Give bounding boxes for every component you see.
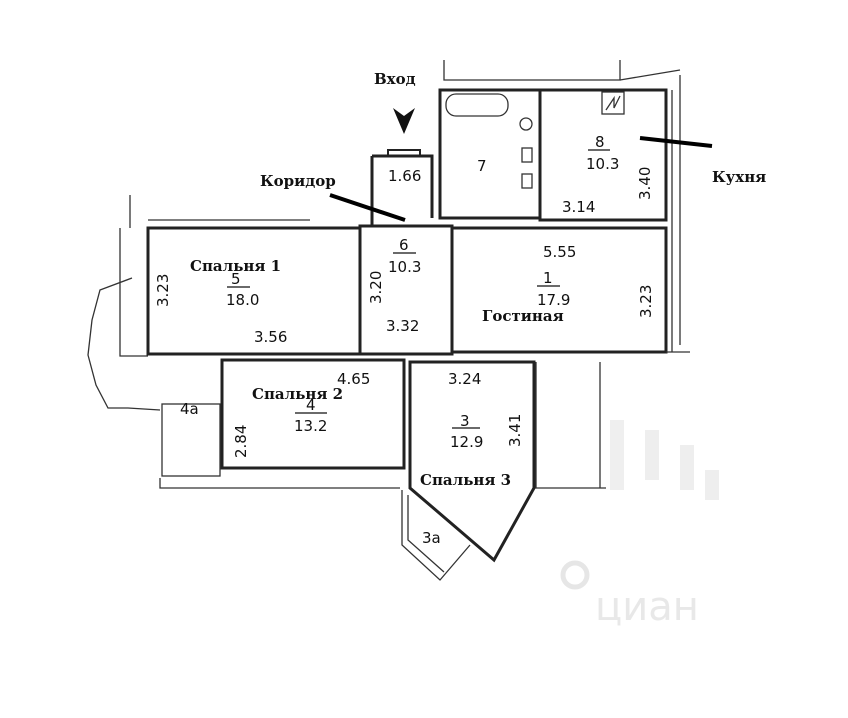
entry-door-icon (387, 149, 421, 157)
room4-width: 4.65 (337, 370, 370, 388)
corridor-label: Коридор (260, 172, 336, 190)
room1-height: 3.23 (637, 285, 655, 318)
room1-number: 1 (543, 269, 553, 287)
kitchen-walls (538, 88, 668, 222)
room8-area: 10.3 (586, 155, 619, 173)
bathroom-walls (438, 88, 542, 220)
bedroom3-walls (408, 360, 536, 563)
room1-width: 5.55 (543, 243, 576, 261)
room6-width: 3.32 (386, 317, 419, 335)
room7-number: 7 (477, 157, 487, 175)
sink-icon (521, 147, 533, 163)
fixtures (445, 91, 625, 189)
entrance-arrow-icon (393, 108, 415, 134)
room1-area: 17.9 (537, 291, 570, 309)
room4-height: 2.84 (232, 425, 250, 458)
room6-area: 10.3 (388, 258, 421, 276)
room4-area: 13.2 (294, 417, 327, 435)
room8-width: 3.14 (562, 198, 595, 216)
bedroom2-label: Спальня 2 (252, 385, 343, 403)
room5-width: 3.56 (254, 328, 287, 346)
fraction-bars (227, 149, 610, 429)
room8-number: 8 (595, 133, 605, 151)
bedroom3-label: Спальня 3 (420, 471, 511, 489)
living-walls (450, 226, 668, 354)
bedroom1-label: Спальня 1 (190, 257, 281, 275)
watermark: циан (560, 420, 719, 630)
stove-icon (601, 91, 625, 115)
room8-height: 3.40 (636, 167, 654, 200)
room4-number: 4 (306, 396, 316, 414)
toilet-icon (519, 117, 533, 131)
living-label: Гостиная (482, 307, 564, 325)
room4a-number: 4а (180, 400, 199, 418)
sink-icon (521, 173, 533, 189)
balcony3a-outline (401, 490, 471, 581)
kitchen-label: Кухня (712, 168, 766, 186)
room6-height: 3.20 (367, 271, 385, 304)
room6-number: 6 (399, 236, 409, 254)
room3-height: 3.41 (506, 414, 524, 447)
entrance-label: Вход (374, 70, 416, 88)
room3-number: 3 (460, 412, 470, 430)
bay-balcony-outline (87, 277, 161, 411)
kitchen-pointer (639, 136, 713, 148)
room5-height: 3.23 (154, 274, 172, 307)
room3a-number: 3а (422, 529, 441, 547)
loggia4a-outline (161, 403, 221, 477)
room3-area: 12.9 (450, 433, 483, 451)
entry-width: 1.66 (388, 167, 421, 185)
bathtub-icon (445, 93, 509, 117)
room5-number: 5 (231, 270, 241, 288)
corridor-pointer (329, 193, 406, 222)
room3-width: 3.24 (448, 370, 481, 388)
room5-area: 18.0 (226, 291, 259, 309)
bedroom2-walls (220, 358, 406, 470)
watermark-text: циан (595, 584, 699, 630)
walls (119, 60, 690, 581)
